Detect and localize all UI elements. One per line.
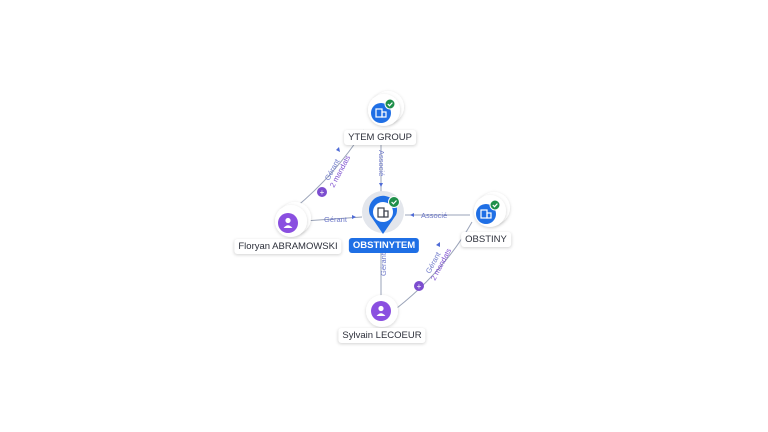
person-icon: [283, 217, 293, 228]
node-obstiny[interactable]: [474, 192, 510, 227]
edge-label-obstiny-center: Associé: [421, 211, 447, 220]
mandats-badge-floryan-ytem[interactable]: +: [317, 187, 327, 197]
arrow-ytem-center: [379, 183, 383, 187]
label-ytem-group[interactable]: YTEM GROUP: [344, 130, 416, 145]
edge-label-floryan-center: Gérant: [324, 215, 348, 224]
building-icon: [377, 207, 389, 218]
arrow-sylvain-obstiny: [436, 242, 440, 247]
label-obstinytem[interactable]: OBSTINYTEM: [348, 238, 420, 253]
label-floryan-abramowski[interactable]: Floryan ABRAMOWSKI: [234, 239, 342, 254]
verified-check-icon: [384, 98, 396, 110]
label-obstiny[interactable]: OBSTINY: [461, 232, 511, 247]
label-sylvain-lecoeur[interactable]: Sylvain LECOEUR: [338, 328, 426, 343]
arrow-obstiny-center: [410, 213, 414, 217]
edge-label-sylvain-center: Gérant: [379, 252, 388, 276]
node-ytem-group[interactable]: [368, 91, 404, 126]
verified-check-icon: [489, 199, 501, 211]
mandats-badge-sylvain-obstiny[interactable]: +: [414, 281, 424, 291]
person-icon: [376, 305, 386, 316]
arrow-floryan-ytem: [336, 147, 340, 152]
verified-check-icon: [388, 196, 400, 208]
arrow-floryan-center: [352, 215, 356, 219]
edge-label-ytem-center: Associé: [377, 150, 386, 176]
svg-text:+: +: [417, 282, 422, 291]
building-icon: [375, 108, 387, 118]
building-icon: [480, 209, 492, 219]
node-obstinytem[interactable]: [362, 191, 404, 234]
node-sylvain-lecoeur[interactable]: [366, 295, 398, 327]
svg-text:+: +: [320, 188, 325, 197]
node-floryan-abramowski[interactable]: [275, 202, 311, 237]
